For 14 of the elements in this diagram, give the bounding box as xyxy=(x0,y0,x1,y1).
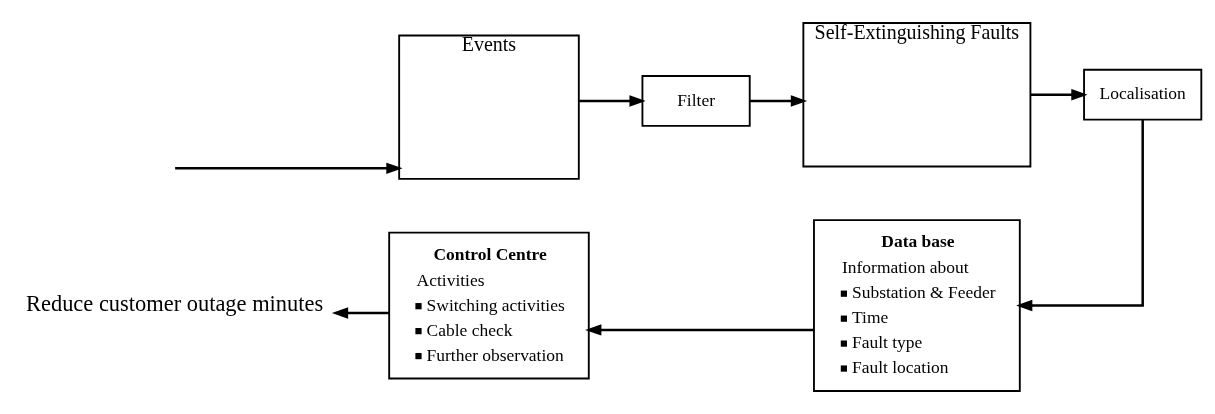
arrow xyxy=(331,307,390,319)
node-box: Filter xyxy=(641,75,751,127)
node-box: Localisation xyxy=(1083,68,1203,121)
node-box: Control Centre Activities Switching activities Cable check Further observation xyxy=(388,231,590,380)
arrow xyxy=(585,324,814,336)
arrow xyxy=(175,162,403,175)
node-text: Reduce customer outage minutes xyxy=(26,291,324,317)
arrow xyxy=(1030,89,1088,101)
arrow xyxy=(750,95,808,107)
node-box: Events xyxy=(398,34,580,180)
arrow xyxy=(579,95,646,107)
arrow xyxy=(1016,119,1144,312)
node-box: Self-Extinguishing Faults xyxy=(802,22,1032,168)
node-box: Data base Information about Substation & Feeder Time Fault type Fault location xyxy=(813,219,1021,392)
